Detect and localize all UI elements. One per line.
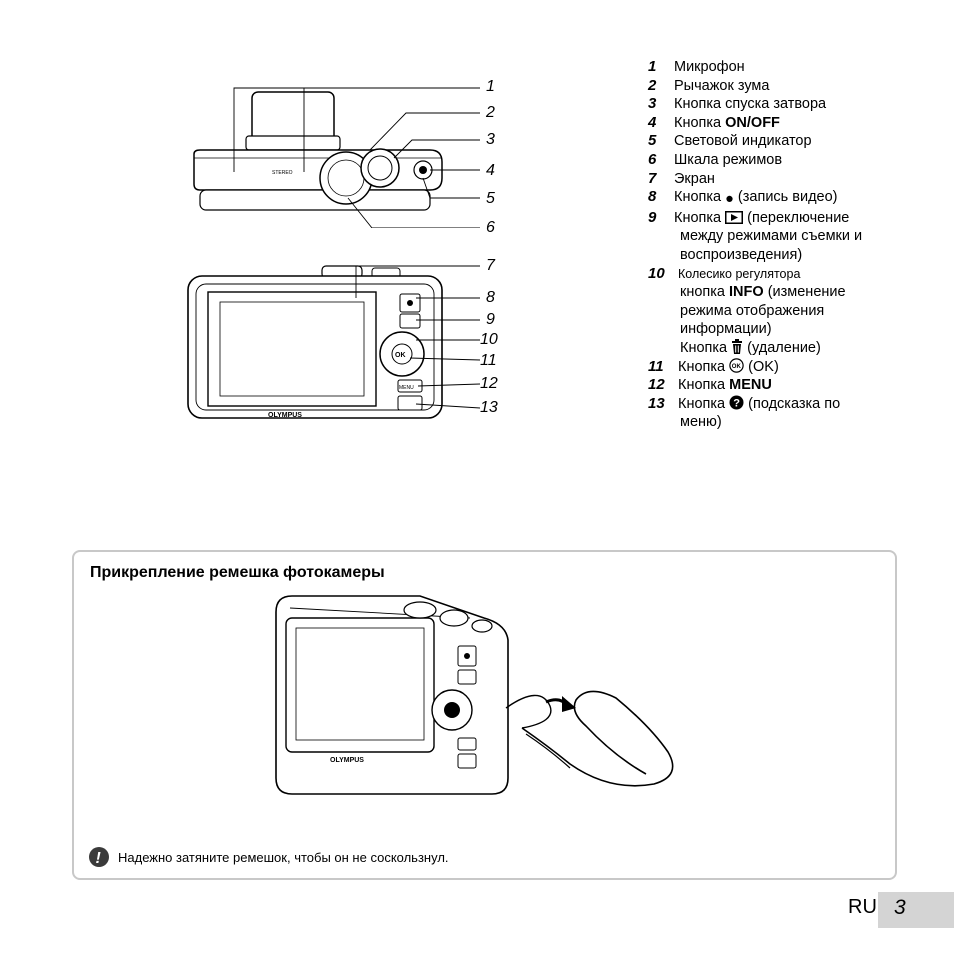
callout-12: 12: [480, 375, 498, 392]
caution-icon: !: [89, 847, 109, 867]
svg-text:!: !: [96, 850, 102, 867]
callout-5: 5: [486, 190, 495, 207]
strap-note: Надежно затяните ремешок, чтобы он не со…: [118, 850, 449, 865]
callout-11: 11: [480, 352, 497, 369]
playback-icon: [725, 210, 744, 224]
callout-8: 8: [486, 289, 495, 306]
callout-10: 10: [480, 331, 498, 348]
callout-2: 2: [486, 104, 495, 121]
ok-label: OK: [395, 352, 406, 359]
callout-1: 1: [486, 78, 495, 95]
footer-language: RU: [848, 896, 877, 918]
stereo-label: STEREO: [272, 170, 293, 176]
callout-7: 7: [486, 257, 495, 274]
brand-label: OLYMPUS: [268, 412, 302, 419]
svg-text:OK: OK: [732, 364, 742, 370]
strap-illustration: OLYMPUS: [275, 595, 674, 795]
callout-6: 6: [486, 219, 495, 236]
callout-13: 13: [480, 399, 498, 416]
ok-icon: OK: [729, 357, 744, 373]
strap-attach-box: Прикрепление ремешка фотокамеры OLYMPUS …: [72, 550, 897, 880]
strap-title: Прикрепление ремешка фотокамеры: [90, 564, 385, 581]
help-icon: ?: [729, 395, 744, 410]
svg-text:?: ?: [733, 397, 740, 409]
record-dot-icon: ●: [725, 191, 734, 208]
camera-back-view: OK MENU OLYMPUS: [187, 265, 481, 419]
callout-9: 9: [486, 311, 495, 328]
page-number: 3: [878, 892, 954, 928]
brand-label-strap: OLYMPUS: [330, 757, 364, 764]
menu-label: MENU: [399, 385, 414, 391]
callout-4: 4: [486, 162, 495, 179]
trash-icon: [732, 338, 743, 354]
callout-3: 3: [486, 131, 495, 148]
camera-top-view: STEREO: [193, 87, 480, 228]
